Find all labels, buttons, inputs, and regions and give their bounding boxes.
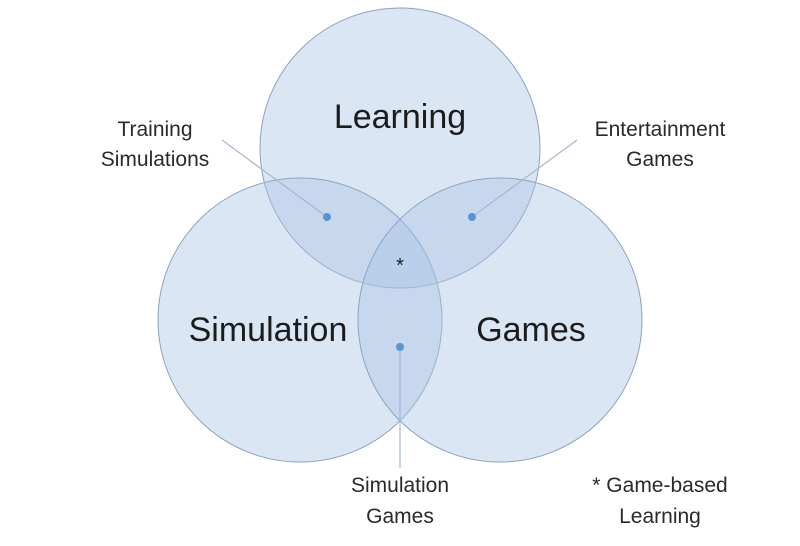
label-training: Training — [117, 118, 192, 141]
center-marker: * — [396, 255, 404, 277]
footnote-line-2: Learning — [619, 505, 701, 528]
dot-entertainment-games — [468, 213, 476, 221]
circle-simulation — [157, 177, 443, 463]
label-entertainment-games: Games — [626, 148, 694, 171]
label-simulations: Simulations — [101, 148, 210, 171]
dot-simulation-games — [396, 343, 404, 351]
label-simulation: Simulation — [189, 311, 348, 349]
dot-training-simulations — [323, 213, 331, 221]
label-games: Games — [476, 311, 586, 349]
label-entertainment: Entertainment — [595, 118, 726, 141]
label-learning: Learning — [334, 98, 466, 136]
leader-entertainment-games — [471, 139, 578, 218]
circle-games — [357, 177, 643, 463]
leader-training-simulations — [221, 139, 328, 218]
footnote-line-1: * Game-based — [592, 474, 727, 497]
label-simulation-intersection: Simulation — [351, 474, 449, 497]
label-games-intersection: Games — [366, 505, 434, 528]
